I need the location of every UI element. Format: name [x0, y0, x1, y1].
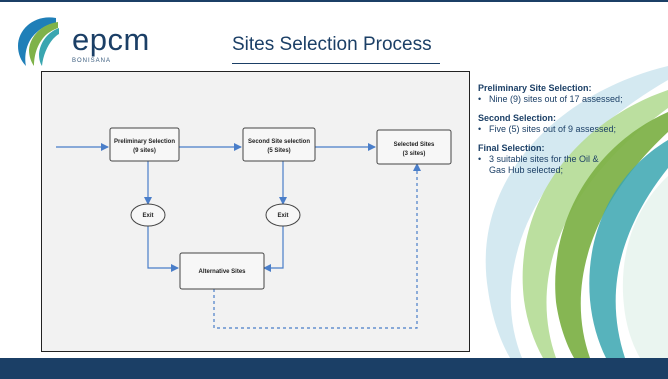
exit-node-2-label: Exit	[277, 213, 288, 219]
selection-notes: Preliminary Site Selection: • Nine (9) s…	[478, 83, 663, 184]
exit-node-1	[130, 203, 166, 227]
bullet-icon: •	[478, 154, 482, 164]
box-selected-count: (3 sites)	[403, 151, 426, 157]
flow-diagram: Preliminary Selection (9 sites) Second S…	[56, 127, 452, 329]
box-selected-label: Selected Sites	[394, 142, 435, 148]
title-underline	[232, 63, 440, 64]
note-bullet-item: • Five (5) sites out of 9 assessed;	[478, 124, 663, 135]
bullet-icon: •	[478, 94, 482, 104]
top-border-line	[0, 0, 668, 2]
box-second-count: (5 Sites)	[267, 148, 290, 154]
box-preliminary-selection	[109, 127, 180, 162]
note-bullet-item: • Nine (9) sites out of 17 assessed;	[478, 94, 663, 105]
note-heading: Final Selection:	[478, 143, 545, 153]
box-preliminary-label: Preliminary Selection	[114, 139, 175, 145]
arrow-exit2-to-alternative	[263, 226, 284, 272]
note-text: 3 suitable sites for the Oil & Gas Hub s…	[489, 154, 599, 175]
box-preliminary-count: (9 sites)	[133, 148, 156, 154]
box-selected-sites	[376, 129, 452, 165]
box-alternative-label: Alternative Sites	[198, 269, 246, 275]
note-text: Nine (9) sites out of 17 assessed;	[489, 94, 623, 104]
footer-bar	[0, 358, 668, 379]
arrow-exit1-to-alternative	[147, 226, 179, 272]
box-second-label: Second Site selection	[248, 139, 310, 145]
note-bullet-item: • 3 suitable sites for the Oil & Gas Hub…	[478, 154, 663, 176]
exit-node-1-label: Exit	[142, 213, 153, 219]
note-text: Five (5) sites out of 9 assessed;	[489, 124, 617, 134]
epcm-logo-mark	[18, 17, 59, 66]
dashed-arrow-alternative-to-selected	[213, 163, 421, 329]
box-second-selection	[242, 127, 316, 162]
page-title: Sites Selection Process	[232, 34, 432, 55]
note-heading: Preliminary Site Selection:	[478, 83, 592, 93]
logo-subtitle: BONISANA	[72, 58, 112, 64]
bullet-icon: •	[478, 124, 482, 134]
note-heading: Second Selection:	[478, 113, 557, 123]
logo-wordmark: epcm	[72, 22, 150, 57]
exit-node-2	[265, 203, 301, 227]
box-alternative-sites	[179, 252, 265, 290]
note-second: Second Selection: • Five (5) sites out o…	[478, 113, 663, 135]
note-final: Final Selection: • 3 suitable sites for …	[478, 143, 663, 176]
note-preliminary: Preliminary Site Selection: • Nine (9) s…	[478, 83, 663, 105]
flow-diagram-frame: Preliminary Selection (9 sites) Second S…	[41, 71, 470, 352]
